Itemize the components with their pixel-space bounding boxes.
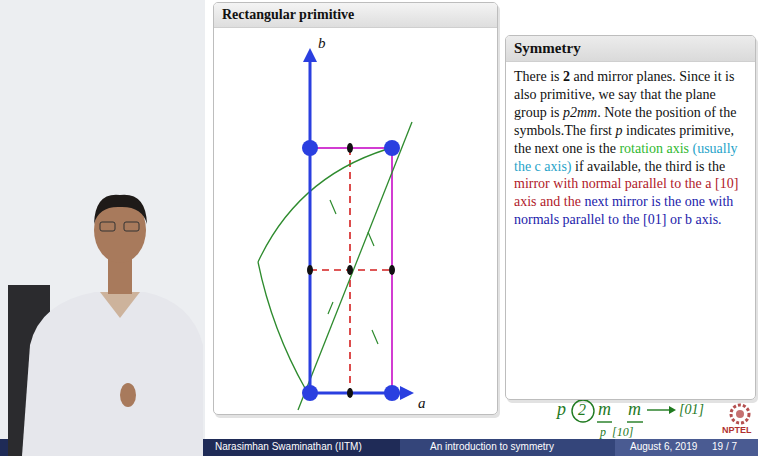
panel-ground [213, 2, 498, 415]
presenter-hair [94, 195, 147, 224]
presenter-collar [100, 292, 140, 318]
handwritten-note: m [598, 400, 611, 418]
lattice-point [384, 385, 400, 401]
presenter-shirt [22, 292, 203, 456]
pen-underline [597, 421, 612, 422]
body-text: rotation axis [619, 141, 689, 156]
pen-underline [627, 421, 643, 422]
pen-circle [572, 400, 594, 422]
body-text: p2mm [563, 105, 597, 120]
pen-arrow [647, 409, 672, 410]
pen-stroke [258, 262, 306, 390]
body-text: p [616, 123, 623, 138]
handwritten-note: [01] [679, 403, 704, 417]
twofold-symbol [307, 265, 313, 275]
footer-text: Narasimhan Swaminathan (IITM) [215, 442, 362, 452]
body-text: 2 [563, 69, 570, 84]
handwritten-note: [10] [612, 426, 633, 438]
pen-stroke [328, 200, 378, 344]
logo-text: NPTEL [722, 426, 752, 435]
logo-gear [731, 405, 749, 423]
twofold-symbol [347, 265, 353, 275]
footer-bar [400, 439, 615, 456]
panel-ground [505, 35, 756, 400]
presenter-glasses [124, 222, 139, 231]
panel-heading: Symmetry [506, 36, 755, 62]
footer-text: An introduction to symmetry [430, 442, 554, 452]
axis-label: b [318, 36, 326, 51]
handwritten-note: p [600, 426, 606, 438]
body-text: There is [514, 69, 559, 84]
text-panel: SymmetryThere is 2 and mirror planes. Si… [505, 35, 756, 400]
footer-text: August 6, 2019 [630, 442, 697, 452]
panel-body: There is 2 and mirror planes. Since it i… [506, 62, 755, 235]
lattice-point [302, 140, 318, 156]
twofold-symbol [347, 143, 353, 153]
pen-arrowhead [669, 406, 676, 414]
handwritten-note: p [557, 400, 566, 418]
axis-label: a [418, 396, 426, 411]
logo-hub [736, 410, 744, 418]
slide-panel: Rectangular primitive [213, 2, 498, 415]
panel-heading: Rectangular primitive [214, 3, 497, 28]
unit-cell [310, 148, 392, 393]
lattice-point [384, 140, 400, 156]
presenter-hand [120, 383, 136, 407]
handwritten-note: 2 [578, 402, 586, 418]
pen-stroke [298, 122, 412, 410]
footer-text: 19 / 7 [712, 442, 737, 452]
twofold-symbol [347, 388, 353, 398]
axis-arrowhead [400, 386, 414, 400]
footer-bar [615, 439, 758, 456]
presenter-neck [108, 258, 132, 294]
axis-arrowhead [303, 48, 317, 62]
pen-stroke [258, 146, 398, 262]
presenter-glasses [100, 222, 115, 231]
handwritten-note: m [628, 400, 641, 418]
b-axis [309, 60, 312, 393]
lattice-point [302, 385, 318, 401]
body-text: if available, the third is the [575, 159, 725, 174]
twofold-symbol [389, 265, 395, 275]
